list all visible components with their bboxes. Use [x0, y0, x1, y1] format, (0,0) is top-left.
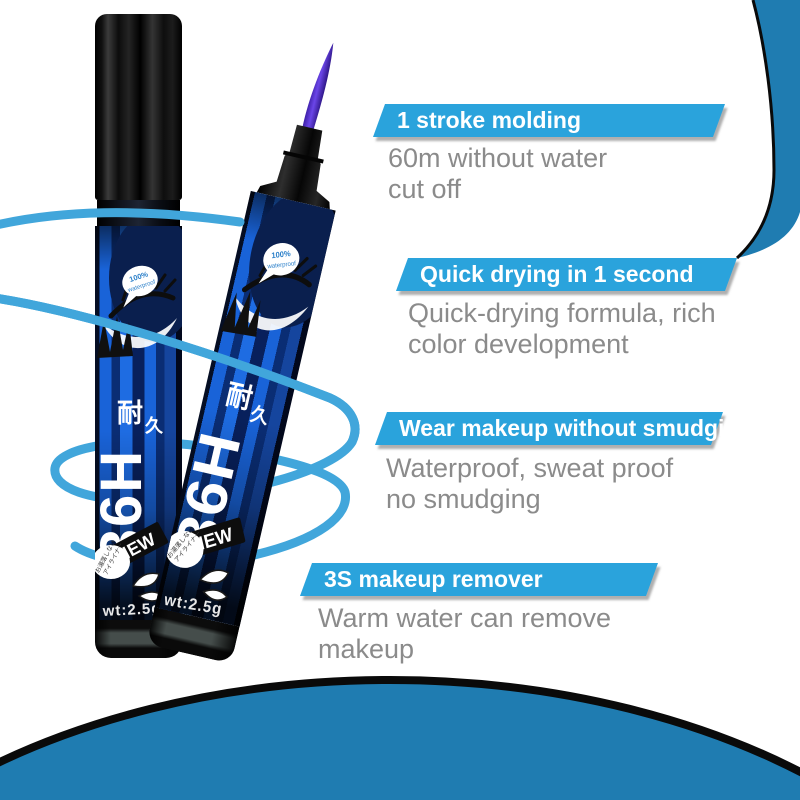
- weight-text: wt:2.5g: [101, 600, 161, 620]
- pen-cap-lip: [97, 200, 180, 226]
- callout-3-body-line1: Waterproof, sweat proof: [386, 453, 674, 483]
- callout-1-body-line1: 60m without water: [388, 143, 608, 173]
- callout-1-body-line2: cut off: [388, 174, 462, 204]
- corner-swoosh-outline: [735, 0, 776, 260]
- callout-3-banner: Wear makeup without smudging: [374, 412, 753, 445]
- callout-4-title: 3S makeup remover: [324, 566, 543, 592]
- jp-note-bubble: お湯落しない アイライナー: [95, 539, 130, 579]
- callout-2-body: Quick-drying formula, rich color develop…: [408, 298, 716, 360]
- corner-swoosh-shape: [737, 0, 800, 258]
- wing-graphic: [198, 569, 230, 602]
- kanji-sub: 久: [248, 402, 271, 428]
- callout-2-body-line1: Quick-drying formula, rich: [408, 298, 716, 328]
- badge-100-text: 100%: [271, 249, 291, 260]
- callout-1-banner: 1 stroke molding: [372, 104, 726, 137]
- callout-1-title: 1 stroke molding: [397, 107, 582, 133]
- callout-4-banner: 3S makeup remover: [299, 563, 659, 596]
- callout-3-title: Wear makeup without smudging: [399, 415, 753, 441]
- callout-2-title: Quick drying in 1 second: [420, 261, 694, 287]
- callout-4-body: Warm water can remove makeup: [318, 603, 611, 665]
- kanji-main: 耐: [117, 398, 143, 428]
- jp-note-bubble: お湯落しない アイライナー: [165, 524, 204, 568]
- callout-4-body-line2: makeup: [318, 634, 415, 664]
- callout-2-body-line2: color development: [408, 329, 629, 359]
- callout-3-body-line2: no smudging: [386, 484, 541, 514]
- cone-step-ring: [282, 150, 324, 164]
- pen-cap: [95, 14, 182, 200]
- callout-3-body: Waterproof, sweat proof no smudging: [386, 453, 673, 515]
- kanji-sub: 久: [145, 415, 164, 436]
- callout-2-banner: Quick drying in 1 second: [395, 258, 738, 291]
- callout-4-body-line1: Warm water can remove: [318, 603, 612, 633]
- pen-tip-assembly: [256, 42, 334, 210]
- waterproof-badge: 100% waterproof: [258, 243, 300, 284]
- badge-waterproof-text: waterproof: [266, 260, 296, 271]
- callout-1-body: 60m without water cut off: [388, 143, 607, 205]
- bottom-blob-shape: [0, 676, 800, 800]
- nose-cone: [256, 124, 330, 210]
- eyeliner-pen-open: 100% waterproof 耐 久 36H NEW お湯落しない アイライナ…: [146, 30, 372, 664]
- brush-tip: [301, 42, 334, 133]
